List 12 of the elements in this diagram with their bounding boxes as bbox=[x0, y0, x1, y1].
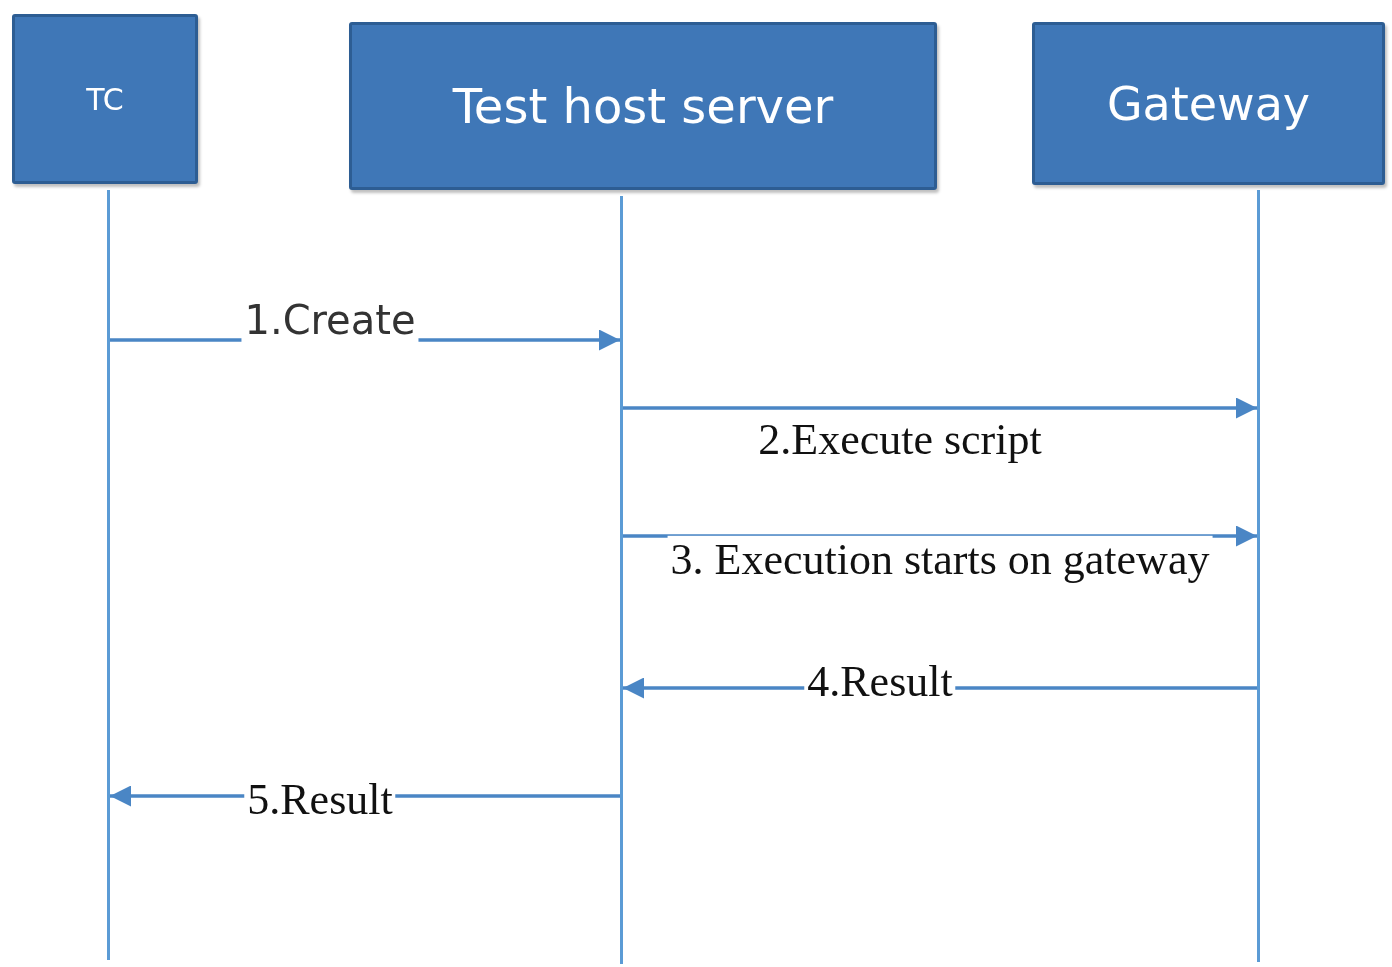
participant-box bbox=[349, 22, 937, 190]
participant-name: Gateway bbox=[1106, 76, 1311, 131]
lifeline bbox=[620, 196, 623, 964]
lifeline bbox=[107, 190, 110, 960]
message-arrow bbox=[623, 397, 1257, 419]
participant-box bbox=[12, 14, 198, 184]
edge-label: 3. Execution starts on gateway bbox=[667, 535, 1213, 585]
message-arrow bbox=[623, 525, 1257, 547]
participant-name: Test host server bbox=[452, 78, 834, 134]
participant-name: TC bbox=[86, 81, 124, 117]
lifeline bbox=[1257, 190, 1260, 962]
participant-box bbox=[1032, 22, 1385, 185]
